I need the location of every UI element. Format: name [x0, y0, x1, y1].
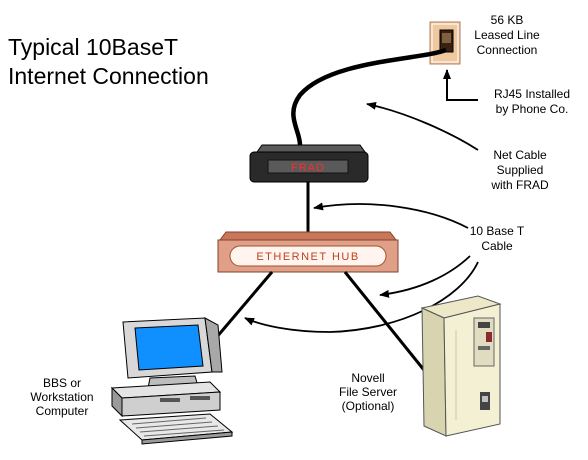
server-text-1: Novell: [351, 371, 384, 385]
leased-line-text-3: Connection: [477, 43, 538, 57]
leased-line-text-1: 56 KB: [491, 13, 524, 27]
workstation-computer-icon: [110, 317, 234, 445]
net-cable-text-1: Net Cable: [493, 148, 547, 162]
tenbase-text-1: 10 Base T: [470, 224, 525, 238]
frad-label: FRAD: [291, 162, 325, 174]
net-cable-label: Net Cable Supplied with FRAD: [490, 148, 549, 192]
file-server-icon: [420, 295, 502, 437]
hub-workstation-cable: [208, 271, 274, 346]
server-label: Novell File Server (Optional): [339, 371, 397, 413]
leased-line-text-2: Leased Line: [474, 28, 540, 42]
net-cable-text-2: Supplied: [497, 163, 544, 177]
server-text-3: (Optional): [342, 399, 395, 413]
hub-server-cable: [343, 271, 434, 381]
wall-jack-icon: [429, 21, 461, 65]
tenbase-label: 10 Base T Cable: [470, 224, 525, 253]
frad-device: FRAD: [249, 144, 369, 183]
phone-cable: [291, 47, 447, 146]
net-cable-arrow: [366, 101, 479, 151]
ethernet-hub: ETHERNET HUB: [217, 231, 399, 273]
rj45-label: RJ45 Installed by Phone Co.: [494, 87, 570, 116]
diagram-title-line1: Typical 10BaseT: [8, 34, 178, 60]
tenbase-arrow-to-workstation-cable: [244, 261, 479, 333]
diagram-title-line2: Internet Connection: [8, 63, 209, 89]
tenbase-arrow-to-server-cable: [379, 255, 471, 298]
rj45-pointer-arrow: [443, 69, 478, 101]
workstation-text-2: Workstation: [30, 390, 93, 404]
workstation-text-1: BBS or: [43, 376, 81, 390]
leased-line-label: 56 KB Leased Line Connection: [474, 13, 540, 57]
rj45-text-1: RJ45 Installed: [494, 87, 570, 101]
server-text-2: File Server: [339, 385, 397, 399]
tenbase-text-2: Cable: [481, 239, 513, 253]
net-cable-text-3: with FRAD: [490, 178, 549, 192]
tenbase-arrow-to-frad-cable: [313, 202, 469, 229]
workstation-text-3: Computer: [36, 404, 89, 418]
workstation-label: BBS or Workstation Computer: [30, 376, 93, 418]
hub-label: ETHERNET HUB: [256, 251, 359, 263]
rj45-text-2: by Phone Co.: [496, 102, 569, 116]
